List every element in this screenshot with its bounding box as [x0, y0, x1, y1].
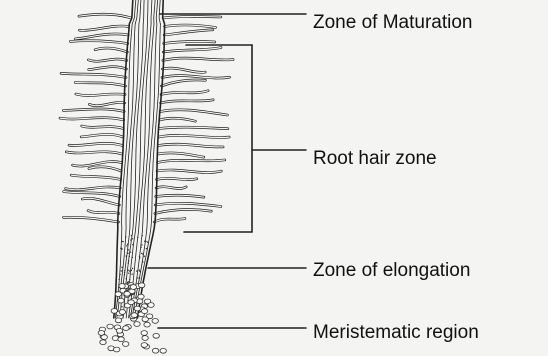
cell-dot [128, 270, 129, 271]
cell-dot [130, 239, 131, 240]
root-cap-cell [134, 322, 140, 327]
cell-dot [127, 244, 128, 245]
cell-dot [144, 256, 145, 257]
root-cap-cell [130, 285, 136, 290]
cell-dot [139, 271, 140, 272]
root-cap-cell [138, 294, 144, 299]
root-fibre [138, 0, 165, 318]
root-cap-cell [142, 317, 148, 322]
cell-dot [126, 255, 127, 256]
root-cap-cell [124, 291, 130, 296]
cell-dot [139, 256, 140, 257]
root-cap-cell [107, 324, 113, 329]
cell-dot [124, 272, 125, 273]
cell-dot [132, 257, 133, 258]
cell-dot [137, 277, 138, 278]
cell-dot [124, 270, 125, 271]
cell-dot [121, 306, 122, 307]
cell-dot [131, 274, 132, 275]
root-cap-cell [116, 328, 122, 333]
cell-dot [142, 253, 143, 254]
cell-dot [120, 248, 121, 249]
root-cap-cell [141, 309, 147, 314]
cell-dot [139, 269, 140, 270]
cell-dot [137, 237, 138, 238]
cell-dot [121, 267, 122, 268]
label-root-hair-zone: Root hair zone [313, 148, 437, 169]
root-cap-cell [115, 318, 121, 323]
root-cap-cell [119, 310, 125, 315]
cell-dot [128, 273, 129, 274]
root-cap-cell [142, 336, 148, 341]
root-cap-cell [115, 292, 121, 297]
cell-dot [136, 270, 137, 271]
root-cap-cell [128, 300, 134, 305]
root-hair-fill [164, 30, 213, 35]
root-cap-cell [118, 298, 124, 303]
label-meristematic-region: Meristematic region [313, 322, 479, 343]
root-cap-cell [152, 348, 158, 353]
root-fibre [115, 0, 135, 318]
cell-dot [128, 249, 129, 250]
cell-dot [141, 253, 142, 254]
cell-dot [139, 257, 140, 258]
root-cap-cell [98, 331, 104, 336]
cell-dot [130, 252, 131, 253]
cell-dot [128, 262, 129, 263]
cell-dot [147, 242, 148, 243]
cell-dot [139, 278, 140, 279]
root-body [114, 0, 165, 318]
root-cap [98, 283, 166, 354]
cell-dot [118, 279, 119, 280]
root-cap-cell [123, 342, 129, 347]
root-cap-cell [111, 309, 117, 314]
label-zone-of-elongation: Zone of elongation [313, 260, 470, 281]
root-cap-cell [134, 306, 140, 311]
cell-dot [141, 244, 142, 245]
cell-dot [127, 253, 128, 254]
root-cap-cell [144, 322, 150, 327]
root-cap-cell [118, 337, 124, 342]
root-cap-cell [141, 343, 147, 348]
cell-dot [129, 256, 130, 257]
root-cap-cell [119, 284, 125, 289]
cell-dot [129, 279, 130, 280]
cell-dot [119, 274, 120, 275]
cell-dot [128, 260, 129, 261]
cell-dot [142, 235, 143, 236]
root-cap-cell [160, 348, 166, 353]
label-zone-of-maturation: Zone of Maturation [313, 12, 472, 33]
root-cap-cell [139, 283, 145, 288]
cell-dot [126, 245, 127, 246]
cell-dot [121, 270, 122, 271]
cell-dot [124, 274, 125, 275]
root-cap-cell [123, 326, 129, 331]
cell-dot [146, 248, 147, 249]
cell-dot [125, 236, 126, 237]
cell-dot [142, 261, 143, 262]
root-cap-cell [100, 340, 106, 345]
cell-dot [144, 241, 145, 242]
root-cap-cell [141, 331, 147, 336]
cell-dot [121, 241, 122, 242]
cell-dot [129, 270, 130, 271]
root-cap-cell [152, 319, 158, 324]
root-cap-cell [148, 303, 154, 308]
cell-dot [132, 238, 133, 239]
root-cap-cell [114, 347, 120, 352]
root-cap-cell [131, 313, 137, 318]
cell-dot [131, 235, 132, 236]
cell-dot [122, 241, 123, 242]
cell-dot [140, 247, 141, 248]
cell-dot [130, 269, 131, 270]
root-hair-fill [73, 162, 122, 167]
cell-dot [132, 268, 133, 269]
cell-dot [126, 278, 127, 279]
cell-dot [132, 244, 133, 245]
root-cap-cell [153, 333, 159, 338]
